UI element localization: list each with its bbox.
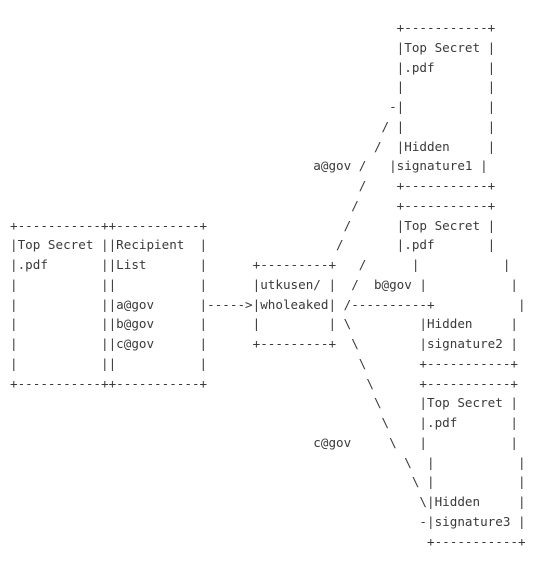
- diagram-line: c@gov \ | |: [10, 434, 518, 450]
- diagram-line: +-----------+: [10, 20, 496, 35]
- diagram-line: \ | |: [10, 454, 526, 470]
- ascii-art-block: +-----------+ |Top Secret | |.pdf | |: [10, 18, 526, 551]
- diagram-line: \ | |: [10, 474, 526, 490]
- diagram-line: | || | |utkusen/ | / b@gov | |: [10, 276, 518, 292]
- diagram-line: / +-----------+: [10, 197, 496, 213]
- diagram-line: |.pdf ||List | +---------+ / | |: [10, 257, 511, 272]
- diagram-line: -|signature3 |: [10, 513, 526, 529]
- diagram-line: \ |.pdf |: [10, 415, 518, 430]
- diagram-line: / | |: [10, 118, 496, 134]
- diagram-line: +-----------++-----------+ \ +----------…: [10, 375, 518, 391]
- diagram-line: | ||a@gov |----->|wholeaked| /----------…: [10, 296, 526, 312]
- diagram-line: \ |Top Secret |: [10, 395, 518, 411]
- diagram-line: | |: [10, 79, 496, 95]
- diagram-line: +-----------++-----------+ / |Top Secret…: [10, 217, 496, 233]
- diagram-line: |Top Secret ||Recipient | / |.pdf |: [10, 237, 496, 253]
- diagram-line: / +-----------+: [10, 178, 496, 193]
- diagram-line: | ||c@gov | +---------+ \ |signature2 |: [10, 336, 518, 351]
- diagram-line: -| |: [10, 99, 496, 114]
- diagram-line: a@gov / |signature1 |: [10, 158, 488, 174]
- diagram-line: | ||b@gov | | | \ |Hidden |: [10, 316, 518, 332]
- diagram-line: |Top Secret |: [10, 39, 496, 55]
- diagram-line: / |Hidden |: [10, 138, 496, 154]
- diagram-line: \|Hidden |: [10, 494, 526, 509]
- diagram-line: | || | \ +-----------+: [10, 355, 518, 371]
- diagram-line: |.pdf |: [10, 59, 496, 75]
- diagram-line: +-----------+: [10, 533, 526, 549]
